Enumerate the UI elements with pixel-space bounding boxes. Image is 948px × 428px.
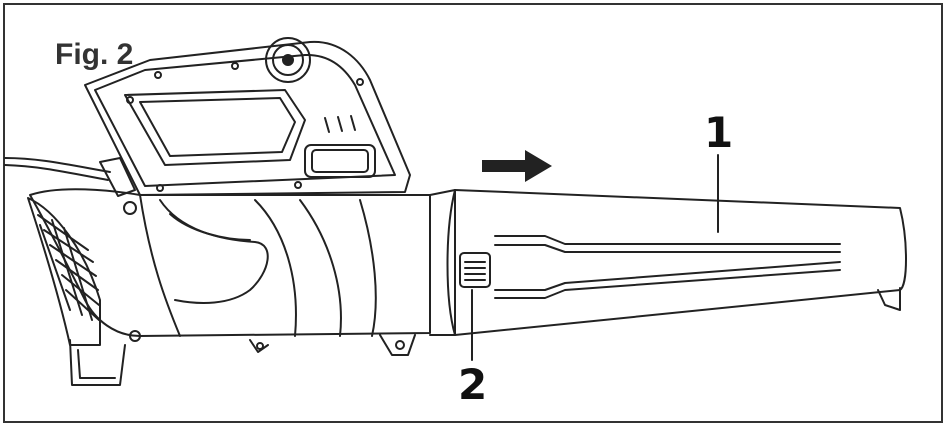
blower-tube <box>454 189 907 336</box>
release-button <box>459 252 491 288</box>
power-cord <box>4 157 136 197</box>
air-intake-grille <box>27 197 126 386</box>
speed-dial <box>265 37 311 83</box>
callout-label-1: 1 <box>704 108 734 157</box>
tube-collar <box>249 189 456 356</box>
callout-label-2: 2 <box>458 360 488 409</box>
motor-housing <box>29 188 431 342</box>
direction-arrow-icon <box>482 150 552 182</box>
handle <box>84 40 411 196</box>
figure-title: Fig. 2 <box>55 38 134 71</box>
